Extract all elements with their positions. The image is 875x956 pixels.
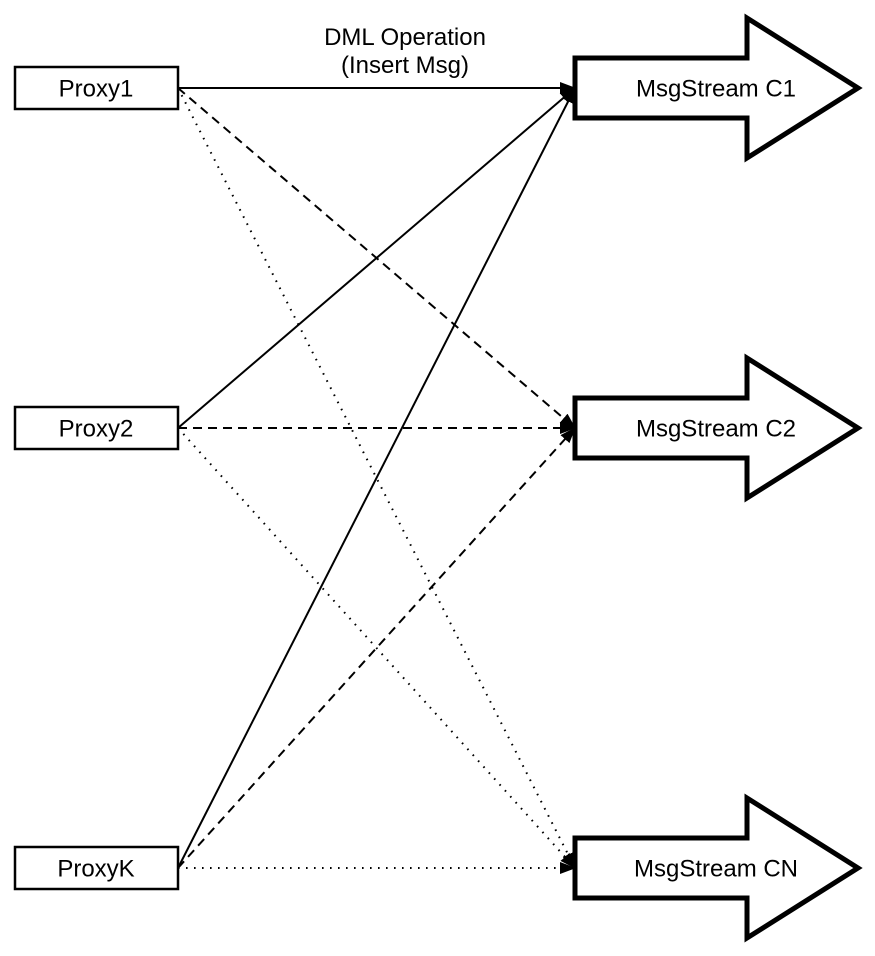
msgstream-c1-label: MsgStream C1 (636, 76, 796, 103)
edge-proxy1-cn (177, 87, 576, 869)
proxy1-box (13, 65, 180, 111)
proxy2-box (13, 405, 180, 451)
edge-proxy1-c2 (177, 87, 576, 429)
node-msgstream-c1: MsgStream C1 (572, 13, 863, 163)
edges-layer (177, 82, 576, 874)
proxyk-box (13, 845, 180, 891)
edge-proxyk-c2 (177, 427, 576, 869)
proxyk-label: ProxyK (57, 856, 134, 883)
dml-operation-annotation-line1: DML Operation (324, 24, 486, 51)
edge-proxy2-cn (177, 427, 576, 869)
proxy2-label: Proxy2 (59, 416, 134, 443)
dml-operation-annotation-line2: (Insert Msg) (341, 52, 469, 79)
node-proxy2: Proxy2 (13, 405, 180, 451)
msgstream-c2-label: MsgStream C2 (636, 416, 796, 443)
msgstream-c2-arrow-shape (572, 353, 863, 503)
msgstream-cn-label: MsgStream CN (634, 856, 798, 883)
msgstream-cn-arrow-shape (572, 793, 863, 943)
node-msgstream-cn: MsgStream CN (572, 793, 863, 943)
edge-proxyk-c1 (177, 87, 576, 869)
proxy1-label: Proxy1 (59, 76, 134, 103)
node-msgstream-c2: MsgStream C2 (572, 353, 863, 503)
node-proxy1: Proxy1 (13, 65, 180, 111)
node-proxyk: ProxyK (13, 845, 180, 891)
msgstream-c1-arrow-shape (572, 13, 863, 163)
